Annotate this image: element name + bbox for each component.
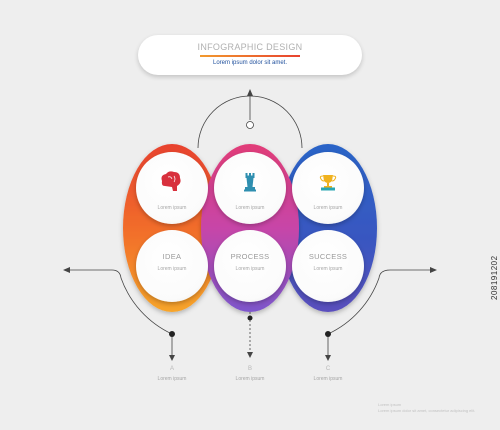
chess-piece-icon: [244, 173, 256, 192]
bottom-caption-2: Lorem ipsum: [235, 266, 265, 272]
marker-caption-a: Lorem ipsum: [157, 376, 187, 382]
top-caption-3: Lorem ipsum: [313, 205, 343, 211]
disc-bottom-3: [292, 230, 364, 302]
top-caption-2: Lorem ipsum: [235, 205, 265, 211]
heading-process: PROCESS: [230, 252, 270, 261]
disc-top-1: [136, 152, 208, 224]
node-a: [169, 331, 175, 337]
marker-caption-b: Lorem ipsum: [235, 376, 265, 382]
stock-id-watermark: 208191202: [490, 255, 499, 300]
brain-icon: [161, 171, 181, 191]
infographic-subtitle: Lorem ipsum dolor sit amet.: [212, 60, 288, 66]
heading-idea: IDEA: [162, 252, 182, 261]
title-banner: INFOGRAPHIC DESIGN Lorem ipsum dolor sit…: [138, 35, 362, 75]
top-node: [246, 121, 254, 129]
disc-bottom-2: [214, 230, 286, 302]
top-caption-1: Lorem ipsum: [157, 205, 187, 211]
marker-letter-a: A: [169, 366, 174, 372]
bottom-caption-3: Lorem ipsum: [313, 266, 343, 272]
heading-success: SUCCESS: [308, 252, 348, 261]
arrowheads: [63, 89, 437, 361]
infographic-title: INFOGRAPHIC DESIGN: [197, 42, 303, 52]
marker-caption-c: Lorem ipsum: [313, 376, 343, 382]
trophy-icon: [319, 175, 337, 191]
disc-bottom-1: [136, 230, 208, 302]
node-c: [325, 331, 331, 337]
footer-text: Lorem ipsum dolor sit amet, consectetur …: [378, 408, 476, 413]
title-rule: [200, 55, 300, 57]
marker-letter-c: C: [325, 366, 331, 372]
footer-title: Lorem ipsum: [378, 402, 402, 407]
marker-letter-b: B: [247, 366, 252, 372]
node-b: [247, 315, 253, 321]
bottom-caption-1: Lorem ipsum: [157, 266, 187, 272]
